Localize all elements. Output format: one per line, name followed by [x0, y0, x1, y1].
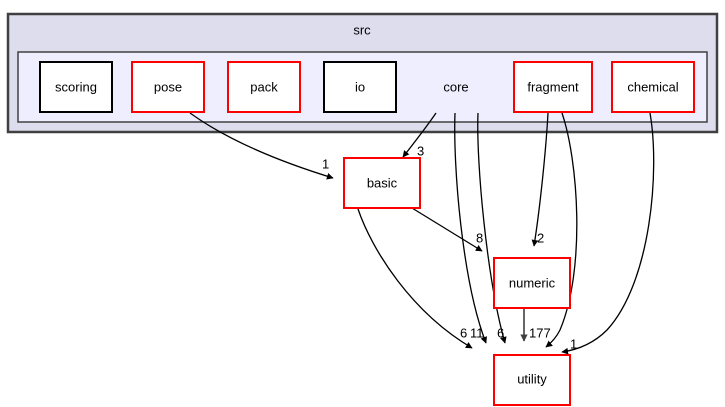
edge-label-core-basic: 3: [417, 143, 424, 158]
edge-label-numeric-utility: 177: [529, 325, 551, 340]
node-io-box[interactable]: [323, 61, 397, 113]
edges-layer: [189, 112, 655, 355]
edge-core-to-utility-a: [454, 112, 487, 344]
edge-label-basic-numeric: 8: [476, 230, 483, 245]
node-chemical-label: chemical: [627, 79, 678, 94]
node-core-label: core: [443, 79, 468, 94]
node-scoring[interactable]: scoring: [39, 61, 113, 113]
node-basic[interactable]: basic: [343, 157, 421, 209]
edge-label-chemical-utility: 1: [570, 336, 577, 351]
node-basic-label: basic: [367, 175, 398, 190]
cluster-src-label: src: [353, 22, 371, 37]
node-chemical[interactable]: chemical: [611, 61, 695, 113]
node-utility-label: utility: [517, 371, 547, 386]
edge-pose-to-basic: [189, 112, 334, 180]
node-numeric-box[interactable]: [493, 257, 571, 309]
node-numeric[interactable]: numeric: [493, 257, 571, 309]
edge-basic-to-numeric: [411, 207, 483, 252]
node-core: core: [443, 79, 468, 94]
node-pose-label: pose: [154, 79, 182, 94]
edge-chemical-to-utility: [561, 112, 655, 355]
node-scoring-label: scoring: [55, 79, 97, 94]
node-utility[interactable]: utility: [493, 354, 571, 406]
edge-label-core-utility-a: 6: [460, 325, 467, 340]
edge-label-core-utility-b: 6: [497, 325, 504, 340]
node-utility-box[interactable]: [493, 354, 571, 406]
edge-label-fragment-numeric: 2: [537, 230, 544, 245]
node-pack-label: pack: [250, 79, 278, 94]
node-fragment-box[interactable]: [513, 61, 593, 113]
edge-core-to-utility-b: [477, 112, 507, 344]
node-io[interactable]: io: [323, 61, 397, 113]
edge-fragment-to-numeric: [531, 112, 549, 247]
node-io-label: io: [355, 79, 365, 94]
edge-core-to-basic: [402, 112, 437, 158]
node-pose-box[interactable]: [131, 61, 205, 113]
node-numeric-label: numeric: [509, 275, 556, 290]
edge-basic-to-utility: [357, 208, 473, 349]
node-basic-box[interactable]: [343, 157, 421, 209]
edge-label-pose-basic: 1: [322, 156, 329, 171]
node-scoring-box[interactable]: [39, 61, 113, 113]
node-fragment[interactable]: fragment: [513, 61, 593, 113]
edge-label-basic-utility: 11: [470, 325, 484, 340]
node-pack[interactable]: pack: [227, 61, 301, 113]
node-pack-box[interactable]: [227, 61, 301, 113]
edge-labels-layer: 1 3 8 2 11 6 6 177 1: [322, 143, 577, 351]
node-fragment-label: fragment: [527, 79, 579, 94]
node-chemical-box[interactable]: [611, 61, 695, 113]
node-pose[interactable]: pose: [131, 61, 205, 113]
edge-fragment-to-utility: [545, 112, 578, 348]
